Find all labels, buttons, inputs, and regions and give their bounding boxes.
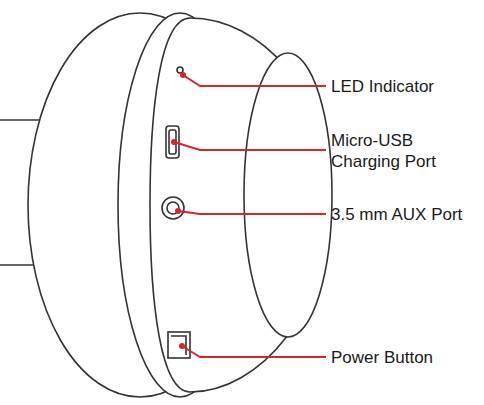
power-button	[168, 332, 190, 358]
leader-line	[183, 75, 326, 86]
cup-face	[244, 53, 332, 337]
leader-dot	[171, 139, 177, 145]
power-button-edge	[171, 336, 186, 355]
micro-usb-inner	[169, 130, 176, 154]
leader-line	[178, 211, 326, 214]
leader-dot	[180, 72, 186, 78]
leader-dot	[175, 208, 181, 214]
headband-line	[0, 119, 40, 121]
callout-label: 3.5 mm AUX Port	[331, 204, 462, 225]
leader-line	[182, 346, 326, 357]
leader-dot	[179, 343, 185, 349]
callout-label: Micro-USB Charging Port	[331, 130, 453, 172]
callout-label: Power Button	[331, 347, 433, 368]
aux-port	[162, 197, 184, 219]
leader-line	[174, 142, 326, 150]
led-indicator	[177, 67, 183, 73]
callout-label: LED Indicator	[331, 76, 434, 97]
